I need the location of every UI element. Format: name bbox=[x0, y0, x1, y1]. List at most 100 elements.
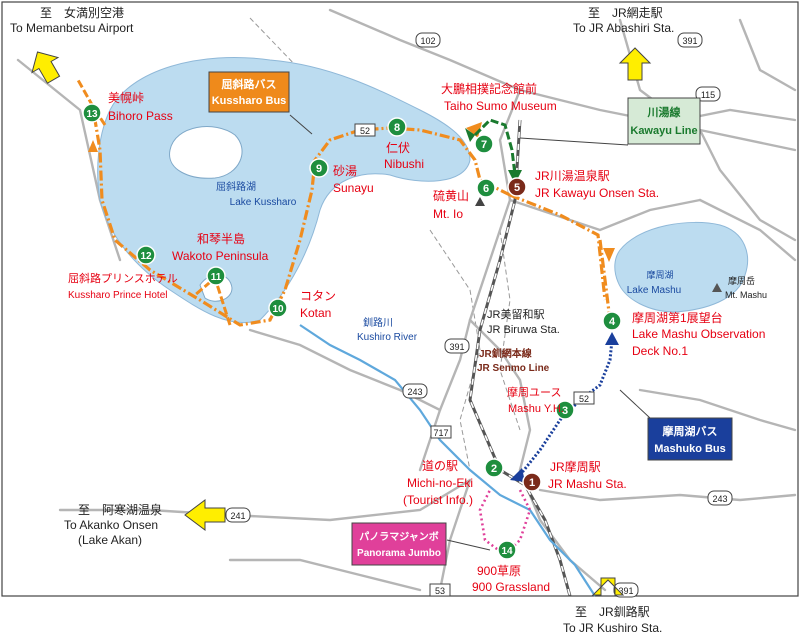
stop-12-en: Kussharo Prince Hotel bbox=[68, 290, 168, 301]
stop-2-num: 2 bbox=[491, 463, 497, 475]
label-abashiri-en: To JR Abashiri Sta. bbox=[573, 21, 674, 35]
road-sign-241: 241 bbox=[230, 511, 245, 521]
stop-labels: JR摩周駅 JR Mashu Sta. 道の駅 Michi-no-Eki (To… bbox=[68, 81, 765, 594]
road-sign-53: 53 bbox=[435, 586, 445, 596]
box-kawayu-line: 川湯線 Kawayu Line bbox=[519, 97, 701, 146]
mountain-icon-mashu bbox=[712, 283, 722, 292]
orange-arrow-4 bbox=[603, 248, 615, 262]
label-abashiri-jp: 至 JR網走駅 bbox=[588, 6, 663, 20]
stop-13-num: 13 bbox=[86, 109, 98, 120]
stop-5-en: JR Kawayu Onsen Sta. bbox=[535, 186, 659, 200]
stop-4[interactable]: 4 bbox=[602, 311, 622, 331]
road-sign-115: 115 bbox=[701, 90, 715, 100]
stop-1-en: JR Mashu Sta. bbox=[548, 477, 627, 491]
green-route bbox=[473, 118, 517, 176]
stop-8-en: Nibushi bbox=[384, 157, 424, 171]
blue-arrow-4 bbox=[605, 332, 619, 345]
panorama-jumbo-en: Panorama Jumbo bbox=[357, 548, 441, 559]
label-mt-mashu-jp: 摩周岳 bbox=[728, 275, 755, 286]
label-airport-en: To Memanbetsu Airport bbox=[10, 21, 134, 35]
stop-9[interactable]: 9 bbox=[309, 158, 329, 178]
stop-9-jp: 砂湯 bbox=[333, 164, 357, 178]
stop-7[interactable]: 7 bbox=[474, 134, 494, 154]
stop-1-jp: JR摩周駅 bbox=[550, 459, 601, 474]
stop-11-jp: 和琴半島 bbox=[197, 231, 245, 246]
mashuko-bus-en: Mashuko Bus bbox=[654, 443, 726, 455]
label-kussharo-jp: 屈斜路湖 bbox=[216, 180, 256, 193]
stop-7-num: 7 bbox=[481, 139, 487, 151]
orange-route bbox=[93, 119, 612, 327]
arrow-akanko bbox=[184, 499, 226, 531]
stop-9-en: Sunayu bbox=[333, 181, 374, 195]
stop-2-en: Michi-no-Eki bbox=[407, 476, 473, 490]
label-kushiro-jp: 至 JR釧路駅 bbox=[575, 604, 650, 619]
stop-13-jp: 美幌峠 bbox=[108, 90, 144, 105]
box-mashuko-bus: 摩周湖バス Mashuko Bus bbox=[619, 389, 733, 461]
stop-8-jp: 仁伏 bbox=[386, 141, 410, 155]
nakajima-island bbox=[169, 126, 243, 179]
stop-14-num: 14 bbox=[501, 546, 513, 557]
label-kussharo-en: Lake Kussharo bbox=[230, 197, 297, 208]
stop-14-en: 900 Grassland bbox=[472, 580, 550, 594]
label-mashu-jp: 摩周湖 bbox=[646, 269, 673, 280]
arrow-kushiro bbox=[591, 577, 625, 596]
stop-10-jp: コタン bbox=[300, 289, 336, 303]
road-sign-717: 717 bbox=[433, 428, 448, 438]
stop-markers: 1 2 3 4 5 6 7 8 9 10 11 12 13 14 bbox=[82, 103, 622, 560]
road-sign-391-mid: 391 bbox=[449, 342, 464, 352]
lake-kussharo bbox=[97, 57, 471, 324]
box-kussharo-bus: 屈斜路バス Kussharo Bus bbox=[208, 71, 313, 135]
label-akanko-en1: To Akanko Onsen bbox=[64, 518, 158, 532]
stop-8-num: 8 bbox=[394, 122, 400, 134]
road-sign-52-north: 52 bbox=[360, 126, 370, 136]
kushiro-river-line bbox=[299, 324, 596, 597]
stop-4-en2: Deck No.1 bbox=[632, 344, 688, 358]
mashuko-bus-jp: 摩周湖バス bbox=[663, 424, 718, 438]
label-biruwa-en: JR Biruwa Sta. bbox=[487, 324, 560, 336]
stop-4-num: 4 bbox=[609, 316, 616, 328]
stop-1[interactable]: 1 bbox=[522, 472, 542, 492]
orange-arrow-13 bbox=[88, 140, 98, 152]
stop-11[interactable]: 11 bbox=[206, 266, 226, 286]
stop-14[interactable]: 14 bbox=[497, 540, 517, 560]
box-panorama-jumbo: パノラマジャンボ Panorama Jumbo bbox=[351, 522, 491, 566]
stop-3[interactable]: 3 bbox=[555, 400, 575, 420]
stop-2-jp: 道の駅 bbox=[422, 459, 458, 473]
stop-11-num: 11 bbox=[211, 272, 222, 283]
label-airport-jp: 至 女満別空港 bbox=[40, 5, 124, 20]
stop-5[interactable]: 5 bbox=[507, 177, 527, 197]
stop-6-num: 6 bbox=[483, 183, 489, 195]
kussharo-bus-en: Kussharo Bus bbox=[212, 95, 287, 107]
stop-1-num: 1 bbox=[529, 477, 535, 489]
road-sign-391-north: 391 bbox=[682, 36, 697, 46]
label-senmo-en: JR Senmo Line bbox=[477, 363, 550, 374]
green-arrow-7 bbox=[465, 128, 475, 142]
stop-8[interactable]: 8 bbox=[387, 117, 407, 137]
stop-6-en: Mt. Io bbox=[433, 207, 463, 221]
label-senmo-jp: JR釧網本線 bbox=[479, 347, 532, 360]
stop-10-en: Kotan bbox=[300, 306, 331, 320]
stop-12[interactable]: 12 bbox=[136, 245, 156, 265]
stop-3-en: Mashu Y.H. bbox=[508, 403, 564, 415]
stop-10[interactable]: 10 bbox=[268, 298, 288, 318]
label-river-en: Kushiro River bbox=[357, 332, 418, 343]
stop-12-num: 12 bbox=[140, 251, 152, 262]
stop-5-num: 5 bbox=[514, 182, 520, 194]
stop-11-en: Wakoto Peninsula bbox=[172, 249, 269, 263]
railway bbox=[468, 119, 572, 597]
stop-2[interactable]: 2 bbox=[484, 458, 504, 478]
stop-12-jp: 屈斜路プリンスホテル bbox=[68, 272, 178, 285]
stop-10-num: 10 bbox=[272, 304, 284, 315]
stop-13[interactable]: 13 bbox=[82, 103, 102, 123]
stop-4-jp: 摩周湖第1展望台 bbox=[632, 310, 723, 325]
arrow-airport bbox=[31, 51, 61, 84]
stop-2-en2: (Tourist Info.) bbox=[403, 493, 473, 507]
road-sign-243-east: 243 bbox=[712, 494, 727, 504]
stop-13-en: Bihoro Pass bbox=[108, 109, 173, 123]
label-river-jp: 釧路川 bbox=[363, 316, 393, 329]
stop-6[interactable]: 6 bbox=[476, 178, 496, 198]
stop-14-jp: 900草原 bbox=[477, 564, 521, 578]
kawayu-line-en: Kawayu Line bbox=[630, 125, 697, 137]
stop-4-en: Lake Mashu Observation bbox=[632, 327, 765, 341]
